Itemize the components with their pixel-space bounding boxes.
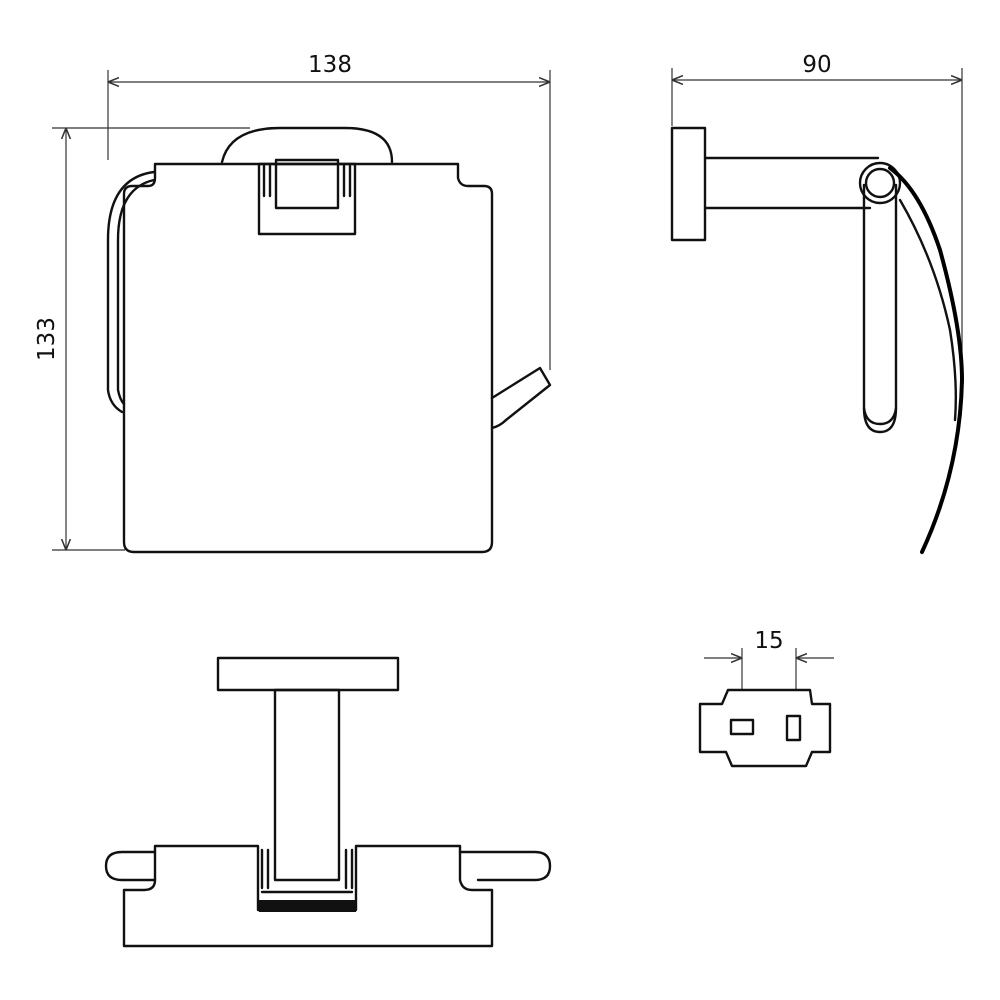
top-rod-right bbox=[458, 850, 552, 882]
top-view bbox=[104, 656, 552, 948]
paper-roll-edge bbox=[106, 170, 156, 414]
top-base bbox=[122, 844, 494, 948]
wall-plate-top bbox=[220, 126, 394, 164]
dimension-bracket: 15 bbox=[704, 628, 834, 690]
hinge-block bbox=[257, 158, 357, 236]
front-view: 138 133 bbox=[34, 52, 552, 554]
dimension-depth: 90 bbox=[671, 52, 963, 360]
width-label: 138 bbox=[308, 52, 352, 78]
bracket-slot-vertical bbox=[785, 714, 802, 742]
side-arm bbox=[703, 156, 880, 210]
side-view: 90 bbox=[670, 52, 965, 554]
top-rod-left bbox=[104, 850, 157, 882]
lid-outline bbox=[122, 162, 494, 554]
top-wall-plate bbox=[216, 656, 400, 692]
height-label: 133 bbox=[34, 317, 60, 361]
bracket-outline bbox=[698, 688, 832, 768]
paper-flap bbox=[490, 366, 552, 430]
dimension-height: 133 bbox=[34, 127, 250, 551]
side-lid-curve bbox=[888, 166, 965, 554]
depth-label: 90 bbox=[802, 52, 831, 78]
top-hinge-bar bbox=[259, 900, 356, 912]
side-wall-plate bbox=[670, 126, 707, 242]
bracket-detail: 15 bbox=[698, 628, 834, 768]
side-rod bbox=[862, 183, 898, 434]
bracket-slot-horizontal bbox=[729, 718, 755, 736]
dimension-width: 138 bbox=[107, 52, 551, 370]
top-arm bbox=[273, 688, 341, 882]
bracket-label: 15 bbox=[754, 628, 783, 654]
